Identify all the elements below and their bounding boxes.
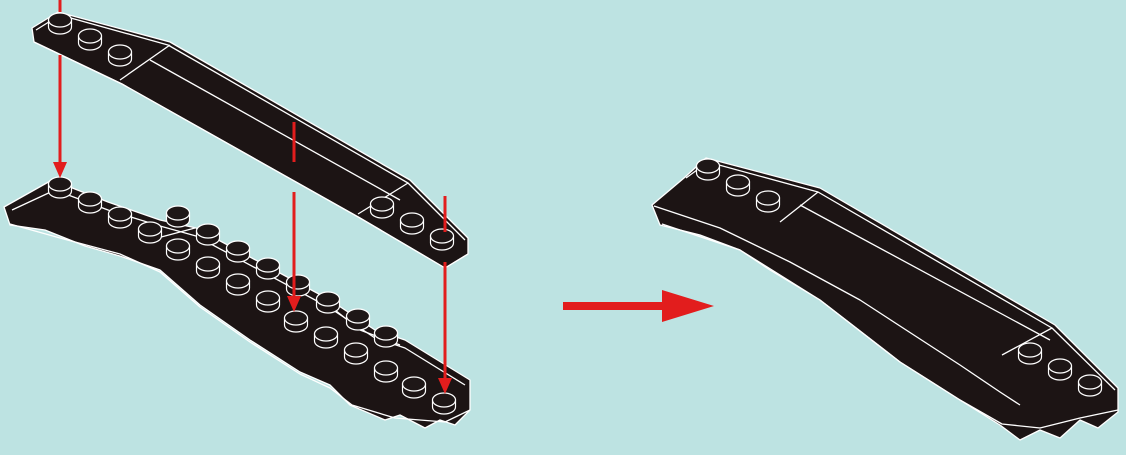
stud xyxy=(285,311,308,332)
stud xyxy=(197,224,220,245)
stud xyxy=(287,275,310,296)
stud xyxy=(315,327,338,348)
stud xyxy=(401,213,424,234)
stud xyxy=(431,229,454,250)
stud xyxy=(167,206,190,227)
stud xyxy=(257,258,280,279)
stud xyxy=(1049,359,1072,380)
stud xyxy=(757,191,780,212)
stud xyxy=(403,377,426,398)
stud xyxy=(227,274,250,295)
stud xyxy=(109,45,132,66)
stud xyxy=(167,239,190,260)
stud xyxy=(375,326,398,347)
stud xyxy=(79,192,102,213)
stud xyxy=(317,292,340,313)
stud xyxy=(257,291,280,312)
stud xyxy=(727,175,750,196)
stud xyxy=(433,393,456,414)
stud xyxy=(49,13,72,34)
stud xyxy=(197,257,220,278)
stud xyxy=(79,29,102,50)
stud xyxy=(139,222,162,243)
stud xyxy=(697,159,720,180)
stud xyxy=(345,343,368,364)
stud xyxy=(347,309,370,330)
stud xyxy=(375,361,398,382)
stud xyxy=(49,177,72,198)
stud xyxy=(1019,343,1042,364)
stud xyxy=(1079,375,1102,396)
stud xyxy=(371,197,394,218)
stud xyxy=(227,241,250,262)
stud xyxy=(109,207,132,228)
